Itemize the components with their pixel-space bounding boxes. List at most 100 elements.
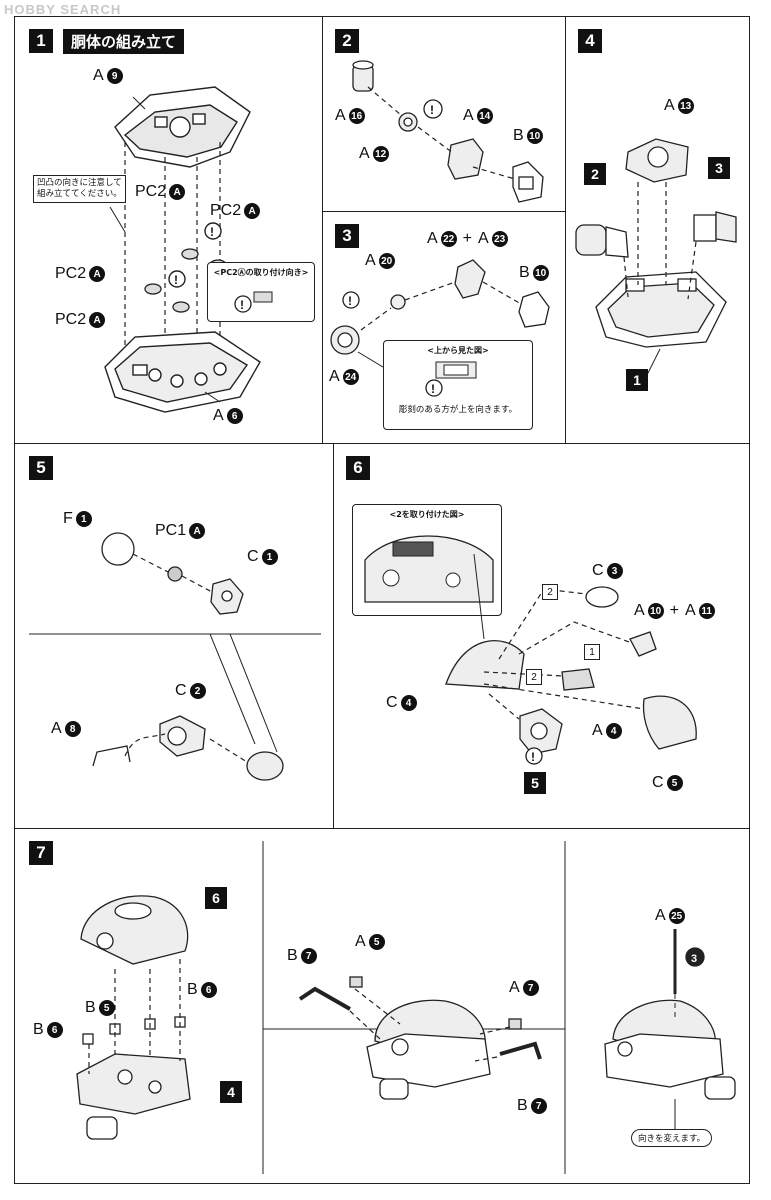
- step-1-callout: <PC2Ⓐの取り付け向き> !: [207, 262, 315, 322]
- num-a4: 4: [605, 723, 622, 739]
- num-a20: 20: [378, 253, 395, 269]
- num-a14: 14: [476, 108, 493, 124]
- num-a6: 6: [226, 408, 243, 424]
- num-b6: 6: [46, 1022, 63, 1038]
- step-1-note: 凹凸の向きに注意して 組み立ててください。: [33, 175, 126, 203]
- num-a8: 8: [64, 721, 81, 737]
- num-b7: 7: [530, 1098, 547, 1114]
- watermark: HOBBY SEARCH: [4, 2, 122, 17]
- num-a24: 24: [342, 369, 359, 385]
- num-c3: 3: [606, 563, 623, 579]
- num-b10: 10: [532, 265, 549, 281]
- num-pc2-a: A: [89, 266, 106, 282]
- num-a9: 9: [106, 68, 123, 84]
- rotate-note: 向きを変えます。: [631, 1129, 713, 1147]
- num-a5: 5: [368, 934, 385, 950]
- step-7-number: 7: [29, 841, 53, 865]
- step-1-note-line-2: 組み立ててください。: [37, 189, 122, 199]
- step-2-number: 2: [335, 29, 359, 53]
- ref-sq-2-top: 2: [542, 584, 558, 600]
- step-4-number: 4: [578, 29, 602, 53]
- step-5-number: 5: [29, 456, 53, 480]
- num-b7: 7: [300, 948, 317, 964]
- step-3-illustration: !: [330, 259, 550, 368]
- step-7-panel: 7: [14, 828, 750, 1184]
- svg-text:!: !: [531, 750, 535, 764]
- step-1-title: 胴体の組み立て: [63, 29, 185, 54]
- num-a22: 22: [440, 231, 457, 247]
- top-view-icon: !: [425, 361, 477, 397]
- num-c5: 5: [666, 775, 683, 791]
- num-a23: 23: [491, 231, 508, 247]
- step-3-number: 3: [335, 224, 359, 248]
- ref-step-6: 6: [205, 887, 227, 909]
- step-7-illustration: 3: [76, 841, 736, 1174]
- num-f1: 1: [75, 511, 92, 527]
- step-1-callout-title: <PC2Ⓐの取り付け向き>: [213, 268, 309, 277]
- svg-text:!: !: [348, 294, 352, 308]
- ref-step-4: 4: [220, 1081, 242, 1103]
- step-6-number: 6: [346, 456, 370, 480]
- num-c2: 2: [189, 683, 206, 699]
- num-a13: 13: [677, 98, 694, 114]
- num-b10: 10: [526, 128, 543, 144]
- num-a16: 16: [348, 108, 365, 124]
- step-3-callout-text: 彫刻のある方が上を向きます。: [398, 405, 518, 415]
- num-c4: 4: [400, 695, 417, 711]
- ref-step-5: 5: [524, 772, 546, 794]
- num-a12: 12: [372, 146, 389, 162]
- step-3-callout: <上から見た図> ! 彫刻のある方が上を向きます。: [383, 340, 533, 430]
- svg-text:!: !: [431, 382, 435, 396]
- num-a10: 10: [647, 603, 664, 619]
- num-b6: 6: [200, 982, 217, 998]
- num-pc1-a: A: [189, 523, 206, 539]
- num-a11: 11: [698, 603, 715, 619]
- ref-step-3: 3: [708, 157, 730, 179]
- num-pc2-a: A: [89, 312, 106, 328]
- num-b5: 5: [98, 1000, 115, 1016]
- step-3-callout-title: <上から見た図>: [427, 346, 489, 355]
- ref-sq-2-mid: 2: [526, 669, 542, 685]
- num-pc2-a: A: [244, 203, 261, 219]
- svg-text:!: !: [430, 103, 434, 117]
- step-1-number: 1: [29, 29, 53, 53]
- step-2-illustration: !: [352, 60, 544, 203]
- pc2-orientation-icon: !: [234, 291, 273, 313]
- step-6-illustration: !: [445, 553, 697, 765]
- svg-text:3: 3: [691, 953, 697, 965]
- ref-sq-1: 1: [584, 644, 600, 660]
